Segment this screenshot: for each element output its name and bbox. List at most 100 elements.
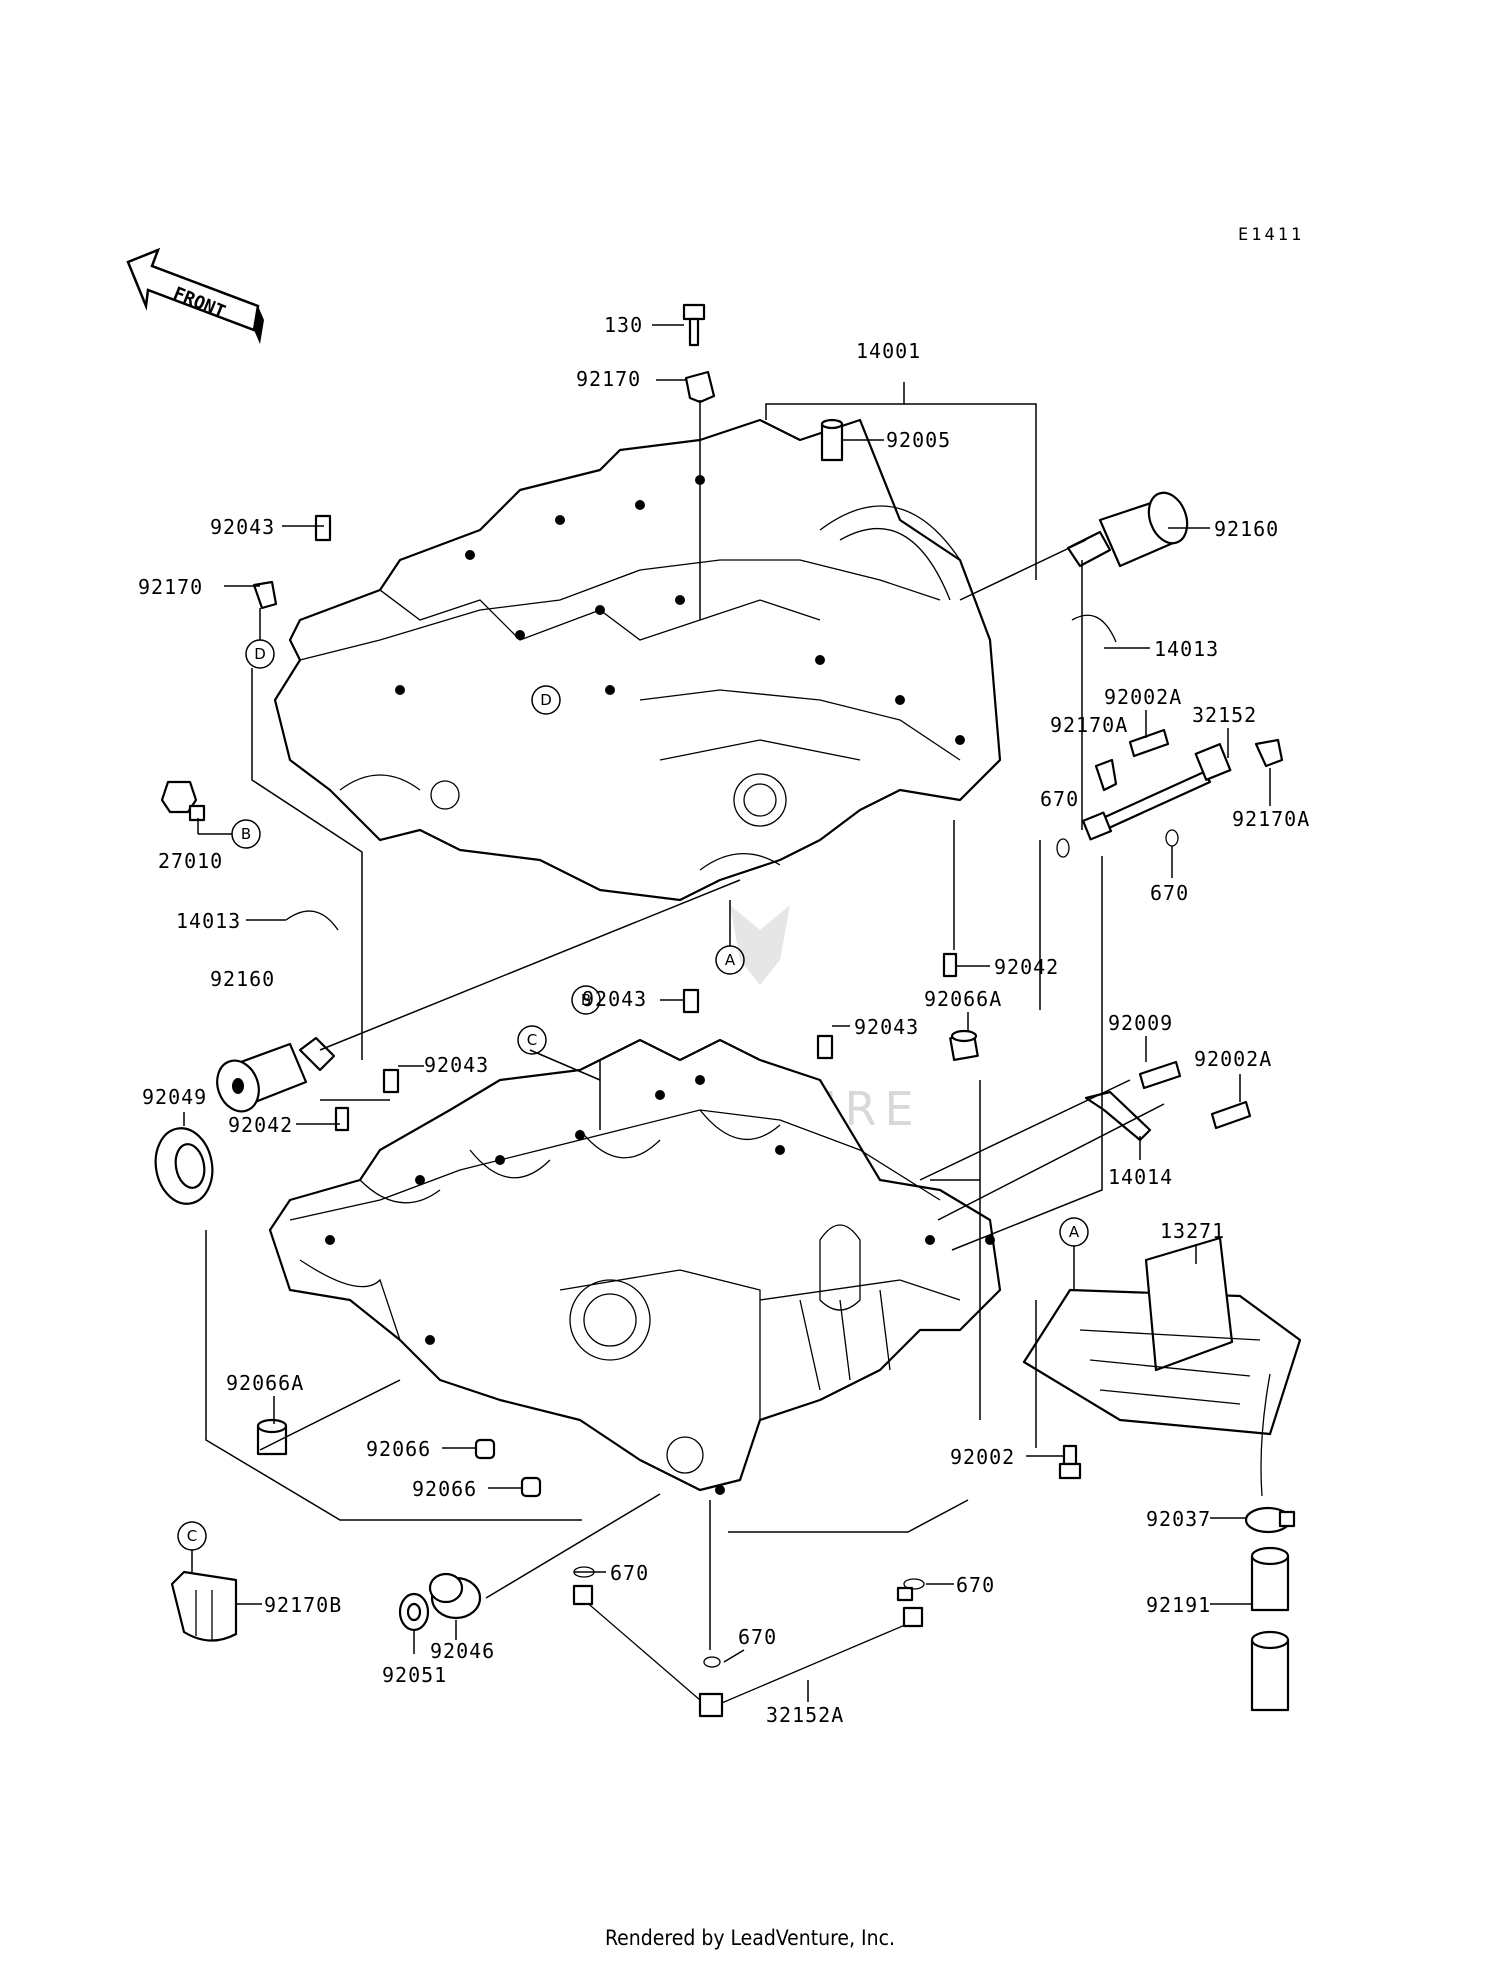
label-27010: 27010	[158, 849, 223, 873]
pin-92043-d-icon	[382, 1068, 400, 1094]
label-92051: 92051	[382, 1663, 447, 1687]
o-ring-670-e-icon	[703, 1656, 721, 1668]
pin-92043-c-icon	[816, 1034, 834, 1060]
svg-text:B: B	[581, 991, 591, 1009]
label-92042-lower: 92042	[228, 1113, 293, 1137]
lower-crankcase	[268, 1038, 1002, 1495]
oil-pipe-32152a-icon	[572, 1584, 924, 1718]
label-92066a-left: 92066A	[226, 1371, 304, 1395]
pin-92043-icon	[314, 514, 332, 542]
label-92170: 92170	[576, 367, 641, 391]
o-ring-670-d-icon	[903, 1578, 925, 1590]
bolt-130-icon	[682, 303, 706, 347]
label-32152: 32152	[1192, 703, 1257, 727]
ref-b-switch: B	[231, 819, 261, 849]
clamp-92037-icon	[1244, 1506, 1296, 1534]
label-13271: 13271	[1160, 1219, 1225, 1243]
half-ring-14013-icon	[1071, 614, 1117, 643]
ref-a-upper: A	[715, 945, 745, 975]
oil-strainer-92160-icon	[1066, 491, 1189, 568]
collar-92051-icon	[398, 1592, 430, 1632]
part-labels: 130 92170 14001 92005 92043 92160 92170 …	[138, 313, 1310, 1727]
label-92037: 92037	[1146, 1507, 1211, 1531]
label-670-b: 670	[1150, 881, 1189, 905]
ref-d-case: D	[531, 685, 561, 715]
label-14013-left: 14013	[176, 909, 241, 933]
bolt-92002-icon	[1058, 1444, 1082, 1480]
label-92043-b: 92043	[582, 987, 647, 1011]
pin-92042-a-icon	[942, 952, 958, 978]
label-92066-a: 92066	[366, 1437, 431, 1461]
clamp-92170b-icon	[170, 1570, 238, 1642]
pin-92043-b-icon	[682, 988, 700, 1014]
footer-credit: Rendered by LeadVenture, Inc.	[605, 1926, 895, 1950]
label-92002a-upper: 92002A	[1104, 685, 1182, 709]
clamp-92170a-icon	[1094, 758, 1118, 792]
svg-text:A: A	[1069, 1223, 1080, 1241]
label-92046: 92046	[430, 1639, 495, 1663]
label-92170a-left: 92170A	[1050, 713, 1128, 737]
svg-text:C: C	[187, 1527, 197, 1545]
o-ring-670-a-icon	[1056, 838, 1070, 858]
bearing-92046-icon	[428, 1572, 482, 1620]
svg-text:D: D	[254, 645, 266, 663]
label-92160-right: 92160	[1214, 517, 1279, 541]
label-670-c: 670	[610, 1561, 649, 1585]
label-92002: 92002	[950, 1445, 1015, 1469]
label-92043-upper: 92043	[210, 515, 275, 539]
svg-text:C: C	[527, 1031, 537, 1049]
label-14001: 14001	[856, 339, 921, 363]
o-ring-670-b-icon	[1165, 829, 1179, 847]
ref-a-plate: A	[1059, 1217, 1089, 1247]
ref-c-lower: C	[517, 1025, 547, 1055]
diagram-code: E1411	[1238, 225, 1304, 245]
label-92170a-right: 92170A	[1232, 807, 1310, 831]
plug-92066-a-icon	[474, 1438, 496, 1460]
label-92066a-right: 92066A	[924, 987, 1002, 1011]
half-ring-14013-left-icon	[285, 910, 339, 931]
label-32152a: 32152A	[766, 1703, 844, 1727]
clamp-92170-left-icon	[252, 580, 278, 610]
label-92191: 92191	[1146, 1593, 1211, 1617]
upper-crankcase	[273, 418, 1002, 902]
label-670-e: 670	[738, 1625, 777, 1649]
label-130: 130	[604, 313, 643, 337]
svg-text:D: D	[540, 691, 552, 709]
dowel-92005-icon	[820, 422, 844, 462]
label-670-a: 670	[1040, 787, 1079, 811]
seal-92049-icon	[154, 1127, 214, 1205]
plug-92066a-icon	[949, 1029, 979, 1062]
front-arrow-icon: FRONT	[126, 247, 264, 344]
label-14014: 14014	[1108, 1165, 1173, 1189]
clamp-92170-icon	[684, 370, 716, 404]
screw-92002a-icon	[1128, 728, 1170, 758]
label-670-d: 670	[956, 1573, 995, 1597]
label-92042-upper: 92042	[994, 955, 1059, 979]
baffle-plate-13271-icon	[1022, 1236, 1302, 1497]
pin-92042-b-icon	[334, 1106, 350, 1132]
screw-92009-icon	[1138, 1060, 1182, 1090]
clamp-92170a-right-icon	[1254, 738, 1284, 768]
label-92005: 92005	[886, 428, 951, 452]
plug-92066-b-icon	[520, 1476, 542, 1498]
screw-92002a-b-icon	[1210, 1100, 1252, 1130]
svg-text:B: B	[241, 825, 251, 843]
label-14013-right: 14013	[1154, 637, 1219, 661]
svg-text:A: A	[725, 951, 736, 969]
label-92043-c: 92043	[854, 1015, 919, 1039]
oil-pipe-32152-icon	[1081, 743, 1232, 841]
switch-27010-icon	[160, 780, 206, 822]
hose-92191-icon	[1250, 1546, 1290, 1712]
ref-d-upper: D	[245, 639, 275, 669]
label-92049: 92049	[142, 1085, 207, 1109]
ref-b-lower: B	[571, 985, 601, 1015]
label-92009: 92009	[1108, 1011, 1173, 1035]
label-92170-left: 92170	[138, 575, 203, 599]
label-92043-d: 92043	[424, 1053, 489, 1077]
label-92066-b: 92066	[412, 1477, 477, 1501]
oil-strainer-92160-left-icon	[216, 1036, 336, 1113]
label-92160-left: 92160	[210, 967, 275, 991]
label-92002a-lower: 92002A	[1194, 1047, 1272, 1071]
ref-c-clamp: C	[177, 1521, 207, 1551]
watermark-logo-icon	[730, 905, 790, 985]
